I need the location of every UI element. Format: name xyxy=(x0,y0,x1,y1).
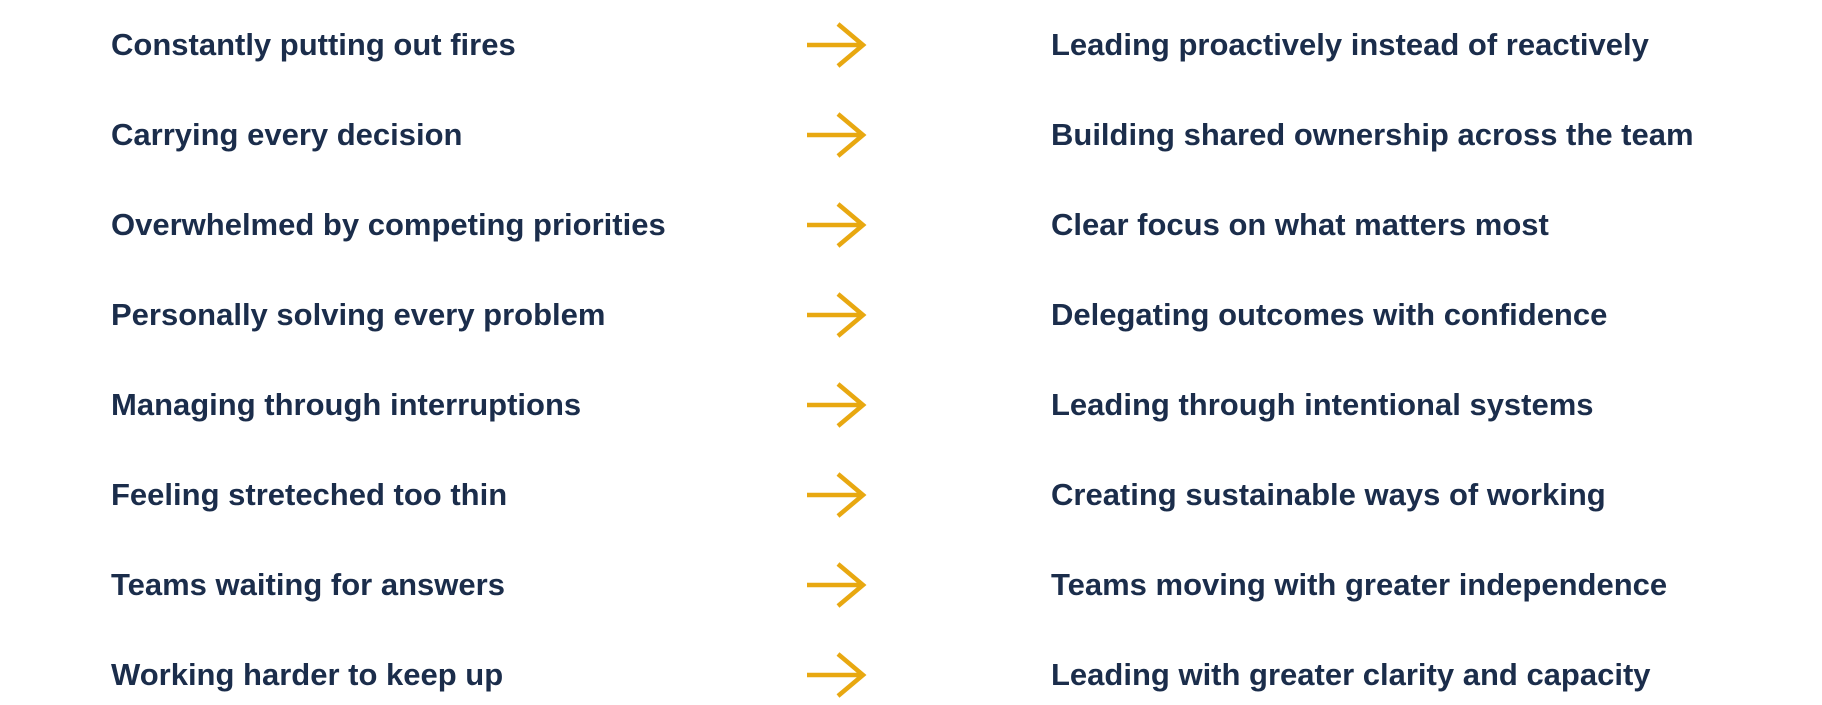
arrow-right-icon xyxy=(805,202,869,248)
arrow-right-icon xyxy=(805,382,869,428)
from-text: Overwhelmed by competing priorities xyxy=(111,207,666,242)
list-item: Overwhelmed by competing priorities Clea… xyxy=(0,195,1822,255)
list-item: Carrying every decision Building shared … xyxy=(0,105,1822,165)
arrow-right-icon xyxy=(805,562,869,608)
arrow-right-icon xyxy=(805,22,869,68)
to-text: Leading through intentional systems xyxy=(1051,387,1594,422)
to-text: Creating sustainable ways of working xyxy=(1051,477,1606,512)
list-item: Managing through interruptions Leading t… xyxy=(0,375,1822,435)
from-text: Working harder to keep up xyxy=(111,657,504,692)
from-text: Feeling streteched too thin xyxy=(111,477,508,512)
from-text: Managing through interruptions xyxy=(111,387,582,422)
list-item: Personally solving every problem Delegat… xyxy=(0,285,1822,345)
to-text: Delegating outcomes with confidence xyxy=(1051,297,1608,332)
to-text: Leading proactively instead of reactivel… xyxy=(1051,27,1649,62)
from-text: Teams waiting for answers xyxy=(111,567,505,602)
to-text: Building shared ownership across the tea… xyxy=(1051,117,1694,152)
to-text: Teams moving with greater independence xyxy=(1051,567,1668,602)
list-item: Teams waiting for answers Teams moving w… xyxy=(0,555,1822,615)
list-item: Constantly putting out fires Leading pro… xyxy=(0,15,1822,75)
arrow-right-icon xyxy=(805,112,869,158)
list-item: Feeling streteched too thin Creating sus… xyxy=(0,465,1822,525)
arrow-right-icon xyxy=(805,472,869,518)
from-text: Constantly putting out fires xyxy=(111,27,516,62)
arrow-right-icon xyxy=(805,652,869,698)
list-item: Working harder to keep up Leading with g… xyxy=(0,645,1822,705)
to-text: Clear focus on what matters most xyxy=(1051,207,1549,242)
from-text: Carrying every decision xyxy=(111,117,463,152)
to-text: Leading with greater clarity and capacit… xyxy=(1051,657,1651,692)
from-text: Personally solving every problem xyxy=(111,297,606,332)
arrow-right-icon xyxy=(805,292,869,338)
